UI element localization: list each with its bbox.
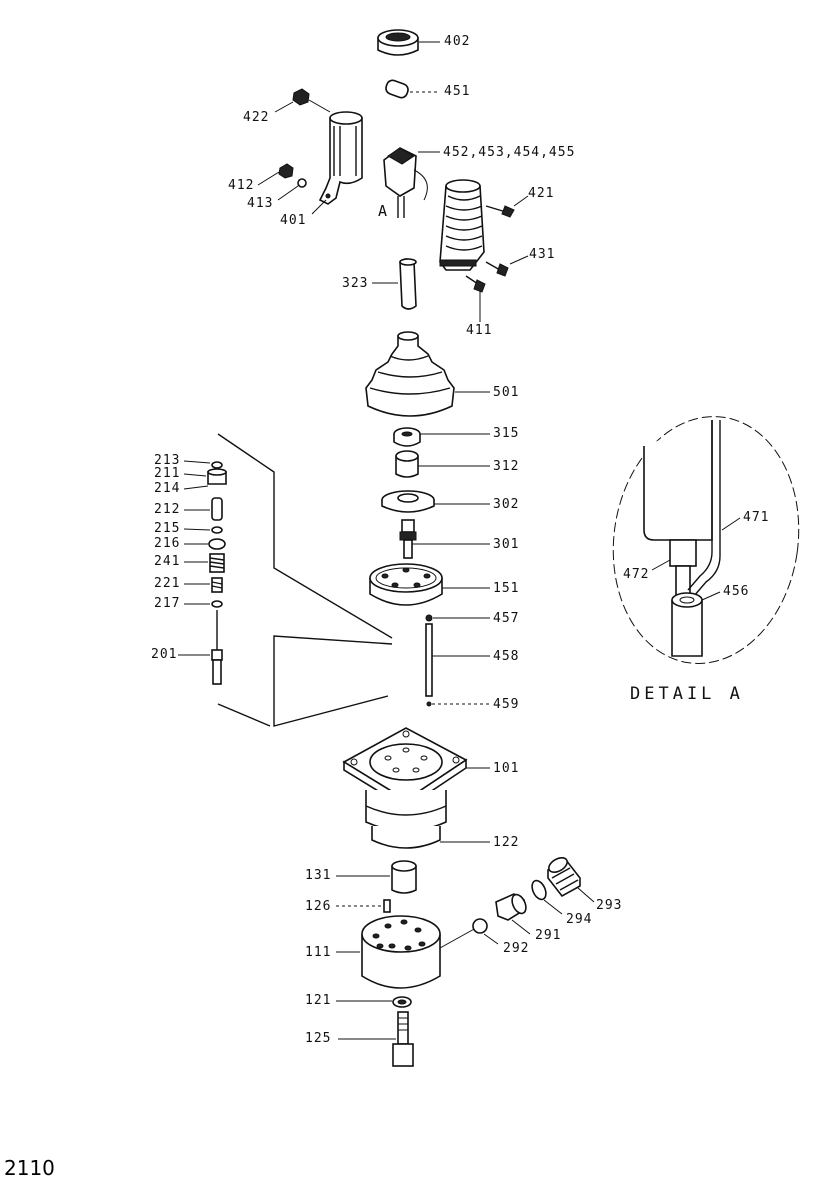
callout-216: 216	[154, 536, 181, 551]
callout-111: 111	[305, 945, 332, 960]
part-302-disc	[381, 490, 490, 513]
part-501-boot	[365, 331, 490, 417]
callout-401: 401	[280, 213, 307, 228]
callout-101: 101	[493, 761, 520, 776]
spool-spring-221	[211, 577, 223, 593]
spool-spring-241	[209, 553, 225, 573]
callout-201: 201	[151, 647, 178, 662]
callout-302: 302	[493, 497, 520, 512]
callout-217: 217	[154, 596, 181, 611]
callout-452: 452,453,454,455	[443, 145, 576, 160]
callout-422: 422	[243, 110, 270, 125]
part-291-plug	[495, 893, 531, 935]
part-121-washer	[336, 996, 412, 1008]
callout-151: 151	[493, 581, 520, 596]
part-422-nut	[274, 88, 331, 113]
detail-a-title: DETAIL A	[630, 684, 744, 704]
part-401-bracket	[311, 111, 363, 215]
callout-472: 472	[623, 567, 650, 582]
part-292-ball	[472, 918, 499, 945]
callout-292: 292	[503, 941, 530, 956]
part-125-bolt	[338, 1011, 414, 1067]
callout-301: 301	[493, 537, 520, 552]
callout-125: 125	[305, 1031, 332, 1046]
detail-a-marker: A	[378, 202, 389, 220]
callout-241: 241	[154, 554, 181, 569]
callout-315: 315	[493, 426, 520, 441]
callout-293: 293	[596, 898, 623, 913]
section-lines	[217, 433, 393, 727]
part-431-screw	[465, 255, 529, 293]
callout-131: 131	[305, 868, 332, 883]
callout-413: 413	[247, 196, 274, 211]
part-126-pin	[336, 899, 391, 913]
callout-323: 323	[342, 276, 369, 291]
callout-471: 471	[743, 510, 770, 525]
part-315-bushing	[393, 427, 490, 447]
callout-501: 501	[493, 385, 520, 400]
callout-291: 291	[535, 928, 562, 943]
part-131-sleeve	[336, 860, 417, 894]
part-323-rod	[372, 258, 417, 310]
callout-122: 122	[493, 835, 520, 850]
callout-456: 456	[723, 584, 750, 599]
callout-411: 411	[466, 323, 493, 338]
part-457-458-459	[425, 614, 490, 707]
callout-215: 215	[154, 521, 181, 536]
callout-402: 402	[444, 34, 471, 49]
part-402-cap	[377, 29, 440, 56]
page-number: 2110	[4, 1156, 55, 1180]
callout-212: 212	[154, 502, 181, 517]
part-412-413	[257, 163, 307, 201]
part-293-cap	[547, 856, 595, 903]
spool-assembly	[178, 460, 227, 685]
callout-312: 312	[493, 459, 520, 474]
callout-431: 431	[529, 247, 556, 262]
part-411-grip	[439, 179, 485, 322]
callout-457: 457	[493, 611, 520, 626]
part-452-switch	[383, 147, 440, 218]
callout-126: 126	[305, 899, 332, 914]
part-451-plug	[385, 79, 440, 99]
callout-458: 458	[493, 649, 520, 664]
callout-451: 451	[444, 84, 471, 99]
callout-211: 211	[154, 466, 181, 481]
part-312-sleeve	[395, 450, 490, 478]
detail-a-view	[612, 416, 800, 664]
part-111-block	[336, 915, 477, 989]
callout-421: 421	[528, 186, 555, 201]
callout-459: 459	[493, 697, 520, 712]
part-301-joint	[399, 519, 490, 559]
callout-214: 214	[154, 481, 181, 496]
callout-294: 294	[566, 912, 593, 927]
part-421-screw	[485, 195, 529, 218]
part-151-plate	[369, 563, 490, 606]
callout-412: 412	[228, 178, 255, 193]
callout-121: 121	[305, 993, 332, 1008]
callout-213: 213	[154, 453, 181, 468]
part-294-oring	[531, 879, 563, 915]
part-101-flange	[342, 727, 490, 849]
callout-221: 221	[154, 576, 181, 591]
